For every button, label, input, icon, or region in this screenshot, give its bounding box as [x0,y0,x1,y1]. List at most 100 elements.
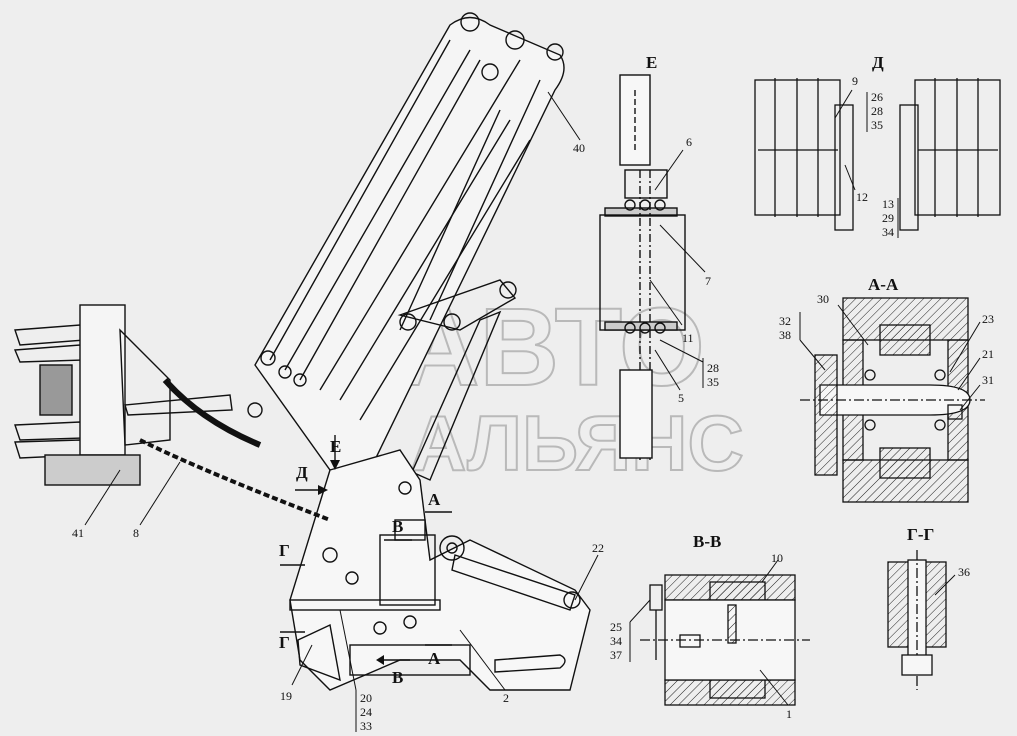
section-vv-title: В-В [693,532,721,551]
main-view-markers: Е Д А А В В Г Г [279,435,452,687]
callout-37: 37 [610,648,622,662]
boom-pivot-low-2 [278,365,292,379]
callout-1: 1 [786,707,792,721]
callout-41: 41 [72,526,84,540]
boom-pivot-low-4 [247,402,263,418]
slew-housing [379,534,436,606]
boom-pivot-low-3 [293,373,307,387]
callout-12: 12 [856,190,868,204]
callout-6: 6 [686,135,692,149]
callout-34-v: 34 [610,634,622,648]
callout-13: 13 [882,197,894,211]
aa-top-bearing [879,324,931,356]
boom-pivot-top-3 [546,43,564,61]
callout-5: 5 [678,391,684,405]
boom-link-pivot-3 [499,281,517,299]
main-view-callouts: 40 22 2 19 20 24 33 41 8 [72,91,604,733]
chain [139,438,331,522]
column-hole-3 [398,481,412,495]
d-right-plate [899,104,919,231]
aa-left-pin [814,354,838,476]
vv-nut [679,634,701,648]
section-aa-title: А-А [868,275,899,294]
callout-11: 11 [682,331,694,345]
boom-pivot-top-2 [505,30,525,50]
view-marker-e: Е [330,437,341,456]
callout-23: 23 [982,312,994,326]
callout-29: 29 [882,211,894,225]
leg-cylinder [451,554,576,611]
boom-pivot-top-1 [460,12,480,32]
e-lower-block [619,369,653,459]
callout-8: 8 [133,526,139,540]
callout-20: 20 [360,691,372,705]
callout-22: 22 [592,541,604,555]
aa-end-nut [947,404,963,420]
callout-28-d: 28 [871,104,883,118]
column-hole-5 [373,621,387,635]
section-e-title: Е [646,53,657,72]
base-slot [494,654,566,673]
view-marker-v-bottom: В [392,668,403,687]
callout-26: 26 [871,90,883,104]
callout-38: 38 [779,328,791,342]
boom-cylinder [411,310,502,481]
callout-32: 32 [779,314,791,328]
section-d: Д [754,53,1001,231]
section-e-callouts: 6 7 11 28 35 5 [649,135,719,405]
section-gg-title: Г-Г [907,525,934,544]
watermark: АВТО АЛЬЯНС [399,285,745,488]
view-marker-a-top: А [428,490,441,509]
boom-inner-arm [299,59,541,391]
section-a-a: А-А [800,275,985,503]
gg-nut [901,654,933,676]
callout-35-d: 35 [871,118,883,132]
view-marker-g-bottom: Г [279,633,290,652]
view-marker-g-top: Г [279,541,290,560]
callout-9: 9 [852,74,858,88]
callout-7: 7 [705,274,711,288]
grapple-head [13,304,262,486]
section-d-title: Д [872,53,884,72]
boom-link-pivot-1 [399,313,417,331]
section-aa-callouts: 30 32 38 23 21 31 [779,292,994,411]
section-v-v: В-В [640,532,810,706]
callout-30: 30 [817,292,829,306]
vv-top-bush [709,581,766,603]
view-marker-d: Д [296,463,308,482]
view-marker-v-top: В [392,517,403,536]
callout-34-d: 34 [882,225,894,239]
boom-pivot-low-1 [260,350,276,366]
column-body [289,449,591,691]
section-g-g: Г-Г [887,525,947,690]
view-marker-a-bottom: А [428,649,441,668]
callout-40: 40 [573,141,585,155]
column-hole-4 [403,615,417,629]
callout-35-e: 35 [707,375,719,389]
section-gg-callouts: 36 [934,565,970,596]
section-vv-callouts: 10 25 34 37 1 [610,551,792,721]
leg-cylinder-end [563,591,581,609]
e-top-bracket [624,169,668,199]
watermark-line-2: АЛЬЯНС [410,399,744,487]
d-left-plate [834,104,854,231]
boom-link-pivot-2 [443,313,461,331]
callout-25: 25 [610,620,622,634]
callout-2: 2 [503,691,509,705]
callout-10: 10 [771,551,783,565]
vv-key [727,604,737,644]
section-d-callouts: 9 26 28 35 12 13 29 34 [834,74,899,239]
boom-link [397,279,517,331]
cylinder-pivot-pin [446,542,458,554]
column-hole-2 [345,571,359,585]
boom-arm-rib [269,39,531,421]
aa-bottom-bearing [879,447,931,479]
callout-21: 21 [982,347,994,361]
callout-33: 33 [360,719,372,733]
column-hole-1 [322,547,338,563]
cylinder-pivot [439,535,465,561]
vv-bottom-bush [709,677,766,699]
column-front-plate [297,623,341,682]
callout-24: 24 [360,705,372,719]
